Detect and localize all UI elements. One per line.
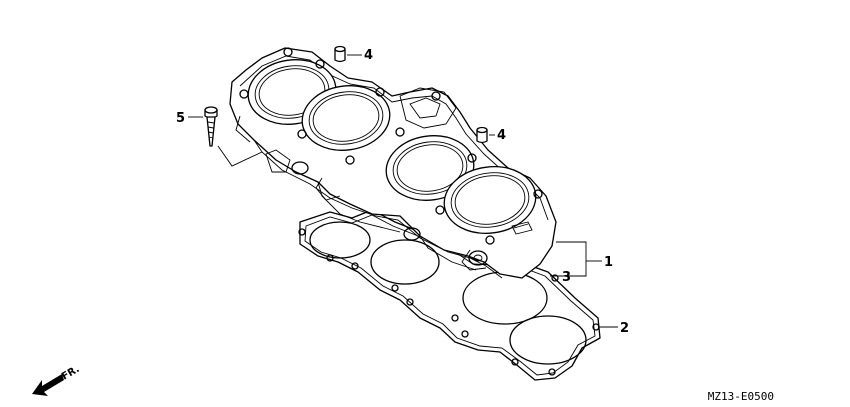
callout-1: 1 bbox=[604, 255, 613, 270]
diagram-code: MZ13-E0500 bbox=[708, 390, 774, 403]
flange-bolt bbox=[204, 106, 218, 147]
callout-5: 5 bbox=[176, 111, 185, 126]
dowel-pin-lower bbox=[476, 126, 488, 144]
callout-4-upper: 4 bbox=[364, 48, 373, 63]
callout-3: 3 bbox=[562, 270, 571, 285]
cylinder-block bbox=[229, 47, 557, 279]
leader-lines bbox=[188, 54, 618, 328]
callout-2: 2 bbox=[620, 321, 629, 336]
direction-label: FR. bbox=[60, 364, 82, 383]
callout-4-lower: 4 bbox=[497, 128, 506, 143]
front-direction-arrow-icon bbox=[32, 374, 64, 396]
dowel-pin-upper bbox=[334, 45, 346, 63]
